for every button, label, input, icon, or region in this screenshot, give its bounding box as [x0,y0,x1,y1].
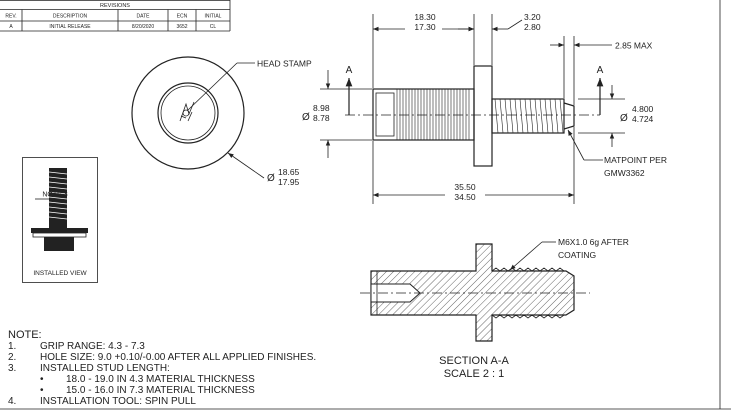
head-stamp-icon [179,101,195,122]
revisions-title: REVISIONS [100,3,130,9]
matpoint-line1: MATPOINT PER [604,155,667,165]
head-dia-min: 17.95 [278,177,300,187]
head-diameter-symbol: Ø [267,173,275,184]
description-cell: INITIAL RELEASE [49,24,91,30]
notes-heading: NOTE: [8,329,42,341]
note-2-num: 2. [8,352,16,363]
note-3-num: 3. [8,363,16,374]
body-dia-max: 8.98 [313,103,330,113]
installed-flange [31,228,88,233]
note-4-text: INSTALLATION TOOL: SPIN PULL [40,396,196,407]
length-max: 18.30 [414,12,436,22]
date-header: DATE [137,14,151,20]
thread-dia-min: 4.724 [632,114,654,124]
flange-min: 2.80 [524,22,541,32]
body-diameter-symbol: Ø [302,112,310,123]
stud-flange [473,65,493,167]
note-3-text: INSTALLED STUD LENGTH: [40,363,170,374]
section-scale: SCALE 2 : 1 [444,368,505,380]
stud-side-view: A A Ø 8.98 8.78 18.30 17.30 3.20 2.80 2.… [302,12,667,204]
date-cell: 8/20/2020 [132,24,154,30]
description-header: DESCRIPTION [53,14,88,20]
flange-max: 3.20 [524,12,541,22]
note-3b-bullet: • [40,385,44,396]
note-2-text: HOLE SIZE: 9.0 +0.10/-0.00 AFTER ALL APP… [40,352,316,363]
ecn-cell: 3652 [176,24,187,30]
overall-min: 34.50 [454,192,476,202]
ecn-header: ECN [177,14,188,20]
section-title: SECTION A-A [439,355,509,367]
initial-header: INITIAL [205,14,222,20]
note-3b-text: 15.0 - 16.0 IN 7.3 MATERIAL THICKNESS [66,385,255,396]
overall-max: 35.50 [454,182,476,192]
matpoint-line2: GMW3362 [604,168,645,178]
section-mark-right: A [597,65,604,76]
revision-table: REVISIONS REV. DESCRIPTION DATE ECN INIT… [0,0,231,32]
head-stamp-label: HEAD STAMP [257,59,312,69]
installed-note-ref: NOTE 3 [42,192,67,199]
body-dia-min: 8.78 [313,113,330,123]
thread-spec-line2: COATING [558,250,596,260]
thread-spec-line1: M6X1.0 6g AFTER [558,237,629,247]
rev-cell: A [9,24,13,30]
rev-header: REV. [5,14,16,20]
section-mark-left: A [346,65,353,76]
section-a-a-view: M6X1.0 6g AFTER COATING SECTION A-A SCAL… [360,237,629,380]
notes-block: NOTE: 1. GRIP RANGE: 4.3 - 7.3 2. HOLE S… [8,329,316,407]
thread-dia-max: 4.800 [632,104,654,114]
installed-body [44,237,74,251]
installed-view-label: INSTALLED VIEW [33,270,87,277]
note-3a-text: 18.0 - 19.0 IN 4.3 MATERIAL THICKNESS [66,374,255,385]
head-end-view: HEAD STAMP Ø 18.65 17.95 [131,56,312,187]
note-4-num: 4. [8,396,16,407]
thread-diameter-symbol: Ø [620,113,628,124]
note-3a-bullet: • [40,374,44,385]
length-min: 17.30 [414,22,436,32]
note-1-text: GRIP RANGE: 4.3 - 7.3 [40,341,145,352]
note-1-num: 1. [8,341,16,352]
initial-cell: CL [210,24,217,30]
tip-length: 2.85 MAX [615,41,653,51]
head-dia-max: 18.65 [278,167,300,177]
installed-view: NOTE 3 INSTALLED VIEW [22,157,98,283]
